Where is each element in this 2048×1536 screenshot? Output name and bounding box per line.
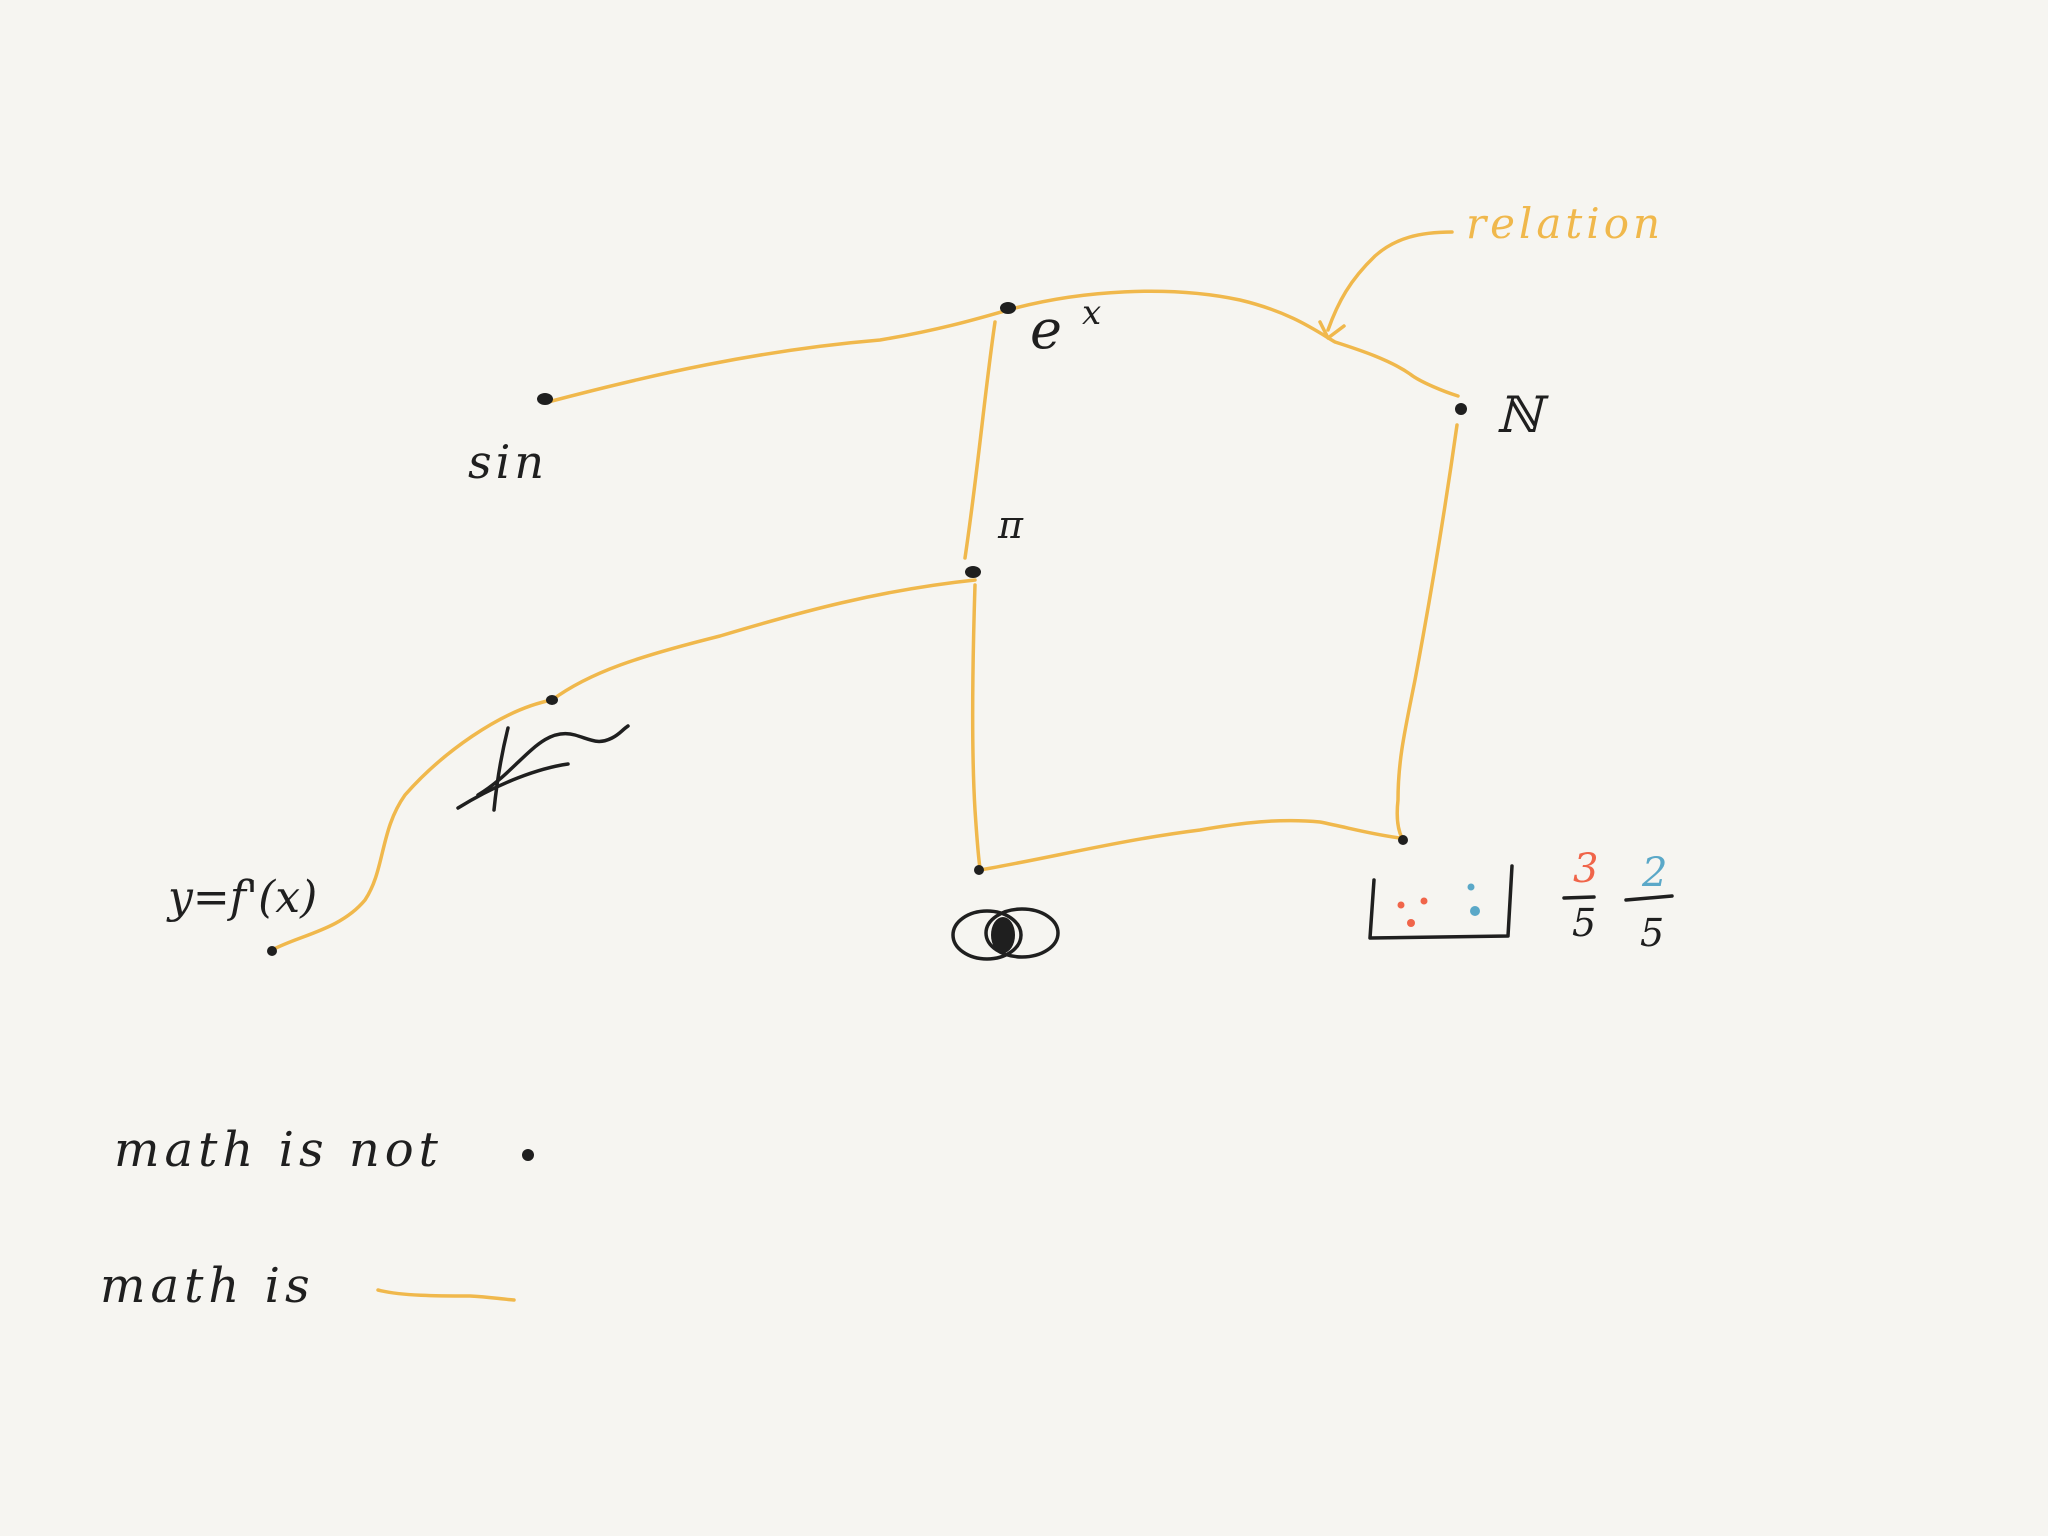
edge-exp-naturals	[1006, 289, 1460, 398]
venn-right-circle	[984, 907, 1060, 959]
legend-dot	[522, 1149, 534, 1161]
venn-diagram-sketch	[951, 907, 1060, 961]
fraction-red-denominator: 5	[1572, 901, 1596, 945]
node-dot-pi	[965, 566, 981, 578]
bead-red-1	[1397, 901, 1405, 909]
legend: math is not math is	[100, 1122, 534, 1314]
node-dot-sin	[537, 393, 553, 405]
bead-red-3	[1407, 919, 1415, 927]
bead-blue-1	[1467, 883, 1475, 891]
relation-annotation: relation	[1318, 199, 1664, 340]
venn-left-circle	[951, 909, 1023, 961]
edge-sin-exp	[546, 308, 1010, 404]
graph-x-axis	[456, 762, 570, 810]
edge-naturals-box	[1395, 423, 1459, 840]
bead-red-2	[1420, 897, 1428, 905]
function-graph-sketch	[456, 724, 630, 812]
graph-y-axis	[492, 726, 510, 812]
fraction-red: 3 5	[1562, 846, 1598, 945]
node-dot-exp	[1000, 302, 1016, 314]
edge-exp-pi	[963, 320, 997, 560]
node-label-sin: sin	[468, 435, 548, 489]
fraction-blue: 2 5	[1624, 850, 1674, 955]
node-label-exp-base: e	[1030, 298, 1062, 361]
legend-line-1: math is not	[114, 1122, 443, 1178]
node-dot-box	[1398, 835, 1408, 845]
node-dot-fx	[546, 695, 558, 705]
bead-blue-2	[1470, 906, 1480, 916]
relation-edges	[270, 289, 1460, 952]
relation-label: relation	[1466, 199, 1664, 248]
box-outline	[1368, 864, 1514, 940]
legend-line-sample	[376, 1288, 516, 1302]
relation-arrow	[1326, 230, 1454, 332]
edge-fx-derivative	[270, 698, 554, 952]
node-dot-naturals	[1455, 403, 1467, 415]
edge-pi-fx	[550, 578, 977, 702]
node-label-derivative: y=f'(x)	[166, 872, 317, 923]
nodes	[267, 302, 1467, 956]
node-dot-venn	[974, 865, 984, 875]
bead-box-sketch	[1368, 864, 1514, 940]
edge-venn-box	[978, 818, 1402, 872]
node-label-pi: π	[997, 503, 1024, 547]
fraction-blue-numerator: 2	[1641, 850, 1667, 896]
graph-curve	[476, 724, 630, 797]
relation-arrowhead	[1318, 320, 1346, 340]
fraction-red-bar	[1562, 895, 1596, 900]
venn-overlap	[991, 917, 1015, 953]
edge-pi-venn	[971, 583, 982, 870]
node-label-exp-power: x	[1082, 293, 1101, 333]
fraction-red-numerator: 3	[1573, 846, 1598, 892]
fraction-blue-bar	[1624, 894, 1674, 902]
node-label-naturals: ℕ	[1496, 386, 1549, 444]
fraction-blue-denominator: 5	[1640, 911, 1664, 955]
legend-line-2: math is	[100, 1258, 315, 1314]
node-dot-derivative	[267, 946, 277, 956]
